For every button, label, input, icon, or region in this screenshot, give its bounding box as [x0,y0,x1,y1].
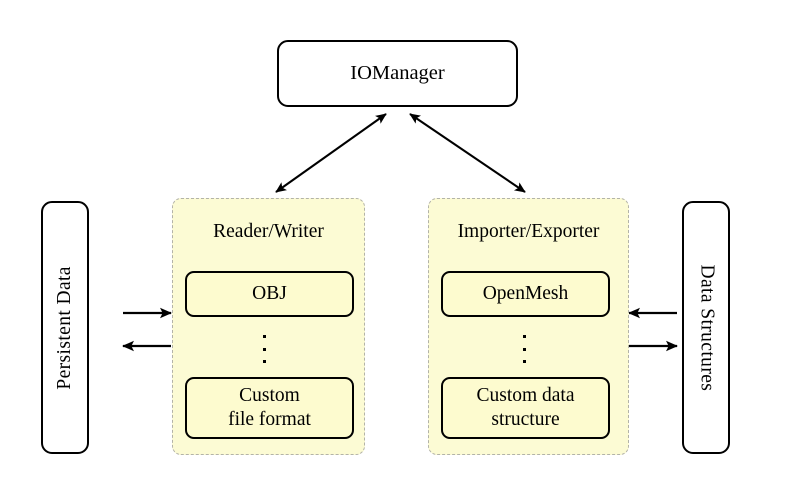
node-persistent-data[interactable]: Persistent Data [41,201,89,454]
item-openmesh-label: OpenMesh [482,283,569,305]
reader-writer-ellipsis-icon [262,335,267,363]
item-custom-file-format-line1: Custom [239,385,300,407]
node-iomanager[interactable]: IOManager [277,40,518,107]
group-importer-exporter-title: Importer/Exporter [457,221,600,242]
importer-exporter-ellipsis-icon [522,335,527,363]
data-structures-label: Data Structures [695,264,717,391]
item-openmesh[interactable]: OpenMesh [441,271,610,317]
iomanager-label: IOManager [350,62,445,84]
item-custom-file-format[interactable]: Custom file format [185,377,354,439]
item-custom-data-structure-line1: Custom data [476,385,575,407]
group-reader-writer-title: Reader/Writer [213,221,324,242]
group-importer-exporter[interactable]: Importer/Exporter OpenMesh Custom data s… [428,198,629,455]
arrow-manager-reader-writer [275,113,387,193]
node-data-structures[interactable]: Data Structures [682,201,730,454]
item-custom-data-structure-line2: structure [491,409,560,430]
arrow-manager-importer-exporter [409,113,526,193]
item-custom-data-structure[interactable]: Custom data structure [441,377,610,439]
item-obj-label: OBJ [252,283,287,305]
persistent-data-label: Persistent Data [54,265,76,390]
item-custom-file-format-line2: file format [228,409,311,430]
group-reader-writer[interactable]: Reader/Writer OBJ Custom file format [172,198,365,455]
item-obj[interactable]: OBJ [185,271,354,317]
